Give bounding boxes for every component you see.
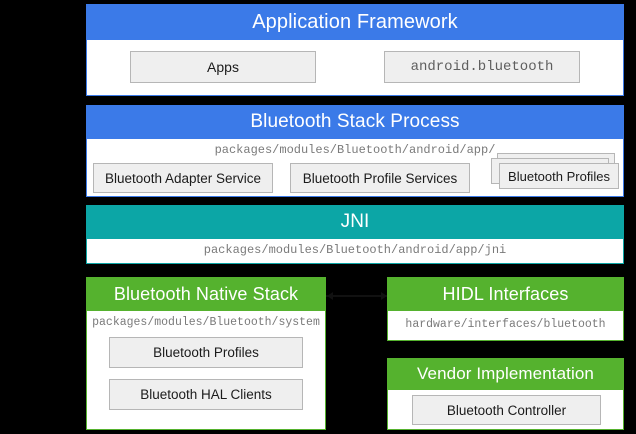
vendor-implementation-header: Vendor Implementation: [387, 358, 624, 390]
bluetooth-hal-clients-label: Bluetooth HAL Clients: [140, 387, 272, 402]
bluetooth-profiles-card-front[interactable]: Bluetooth Profiles: [499, 163, 619, 189]
application-framework-header: Application Framework: [86, 4, 624, 40]
vendor-implementation-block: Vendor Implementation Bluetooth Controll…: [387, 358, 624, 430]
jni-block: JNI packages/modules/Bluetooth/android/a…: [86, 205, 624, 264]
jni-header: JNI: [86, 205, 624, 239]
bluetooth-adapter-service-label: Bluetooth Adapter Service: [104, 170, 262, 186]
android-bluetooth-api-label: android.bluetooth: [410, 59, 554, 75]
apps-chip[interactable]: Apps: [130, 51, 316, 83]
bluetooth-native-stack-block: Bluetooth Native Stack packages/modules/…: [86, 277, 326, 430]
bluetooth-stack-process-path: packages/modules/Bluetooth/android/app/: [214, 143, 496, 157]
hidl-interfaces-path: hardware/interfaces/bluetooth: [405, 318, 606, 331]
bluetooth-controller-label: Bluetooth Controller: [446, 402, 567, 418]
android-bluetooth-api-chip[interactable]: android.bluetooth: [384, 51, 580, 83]
hidl-interfaces-body: hardware/interfaces/bluetooth: [387, 311, 624, 341]
application-framework-block: Application Framework Apps android.bluet…: [86, 4, 624, 96]
apps-chip-label: Apps: [207, 59, 239, 75]
jni-title: JNI: [340, 211, 370, 232]
connector-arrowhead-right: [381, 292, 387, 300]
bluetooth-profile-services-chip[interactable]: Bluetooth Profile Services: [290, 163, 470, 193]
native-stack-to-hidl-connector: [326, 295, 387, 297]
bluetooth-hal-clients-chip[interactable]: Bluetooth HAL Clients: [109, 379, 303, 410]
native-bluetooth-profiles-chip[interactable]: Bluetooth Profiles: [109, 337, 303, 368]
jni-body: packages/modules/Bluetooth/android/app/j…: [86, 239, 624, 264]
application-framework-body: Apps android.bluetooth: [86, 40, 624, 96]
native-bluetooth-profiles-label: Bluetooth Profiles: [153, 345, 259, 360]
application-framework-title: Application Framework: [252, 10, 458, 33]
bluetooth-native-stack-title: Bluetooth Native Stack: [113, 283, 299, 304]
bluetooth-native-stack-body: packages/modules/Bluetooth/system Blueto…: [86, 311, 326, 430]
hidl-interfaces-block: HIDL Interfaces hardware/interfaces/blue…: [387, 277, 624, 341]
bluetooth-profile-services-label: Bluetooth Profile Services: [302, 170, 458, 186]
bluetooth-controller-chip[interactable]: Bluetooth Controller: [412, 395, 601, 425]
bluetooth-stack-process-block: Bluetooth Stack Process packages/modules…: [86, 105, 624, 197]
bluetooth-stack-process-title: Bluetooth Stack Process: [250, 111, 460, 132]
bluetooth-native-stack-path: packages/modules/Bluetooth/system: [92, 316, 320, 329]
bluetooth-stack-process-body: packages/modules/Bluetooth/android/app/ …: [86, 139, 624, 197]
hidl-interfaces-header: HIDL Interfaces: [387, 277, 624, 311]
bluetooth-profiles-stack[interactable]: Bluetooth Profiles: [485, 153, 619, 197]
bluetooth-profiles-stack-label: Bluetooth Profiles: [508, 168, 610, 184]
bluetooth-native-stack-header: Bluetooth Native Stack: [86, 277, 326, 311]
bluetooth-stack-process-header: Bluetooth Stack Process: [86, 105, 624, 139]
jni-path: packages/modules/Bluetooth/android/app/j…: [203, 243, 507, 257]
vendor-implementation-title: Vendor Implementation: [417, 364, 594, 383]
hidl-interfaces-title: HIDL Interfaces: [442, 283, 569, 304]
bluetooth-adapter-service-chip[interactable]: Bluetooth Adapter Service: [93, 163, 273, 193]
vendor-implementation-body: Bluetooth Controller: [387, 390, 624, 430]
connector-arrowhead-left: [327, 292, 333, 300]
